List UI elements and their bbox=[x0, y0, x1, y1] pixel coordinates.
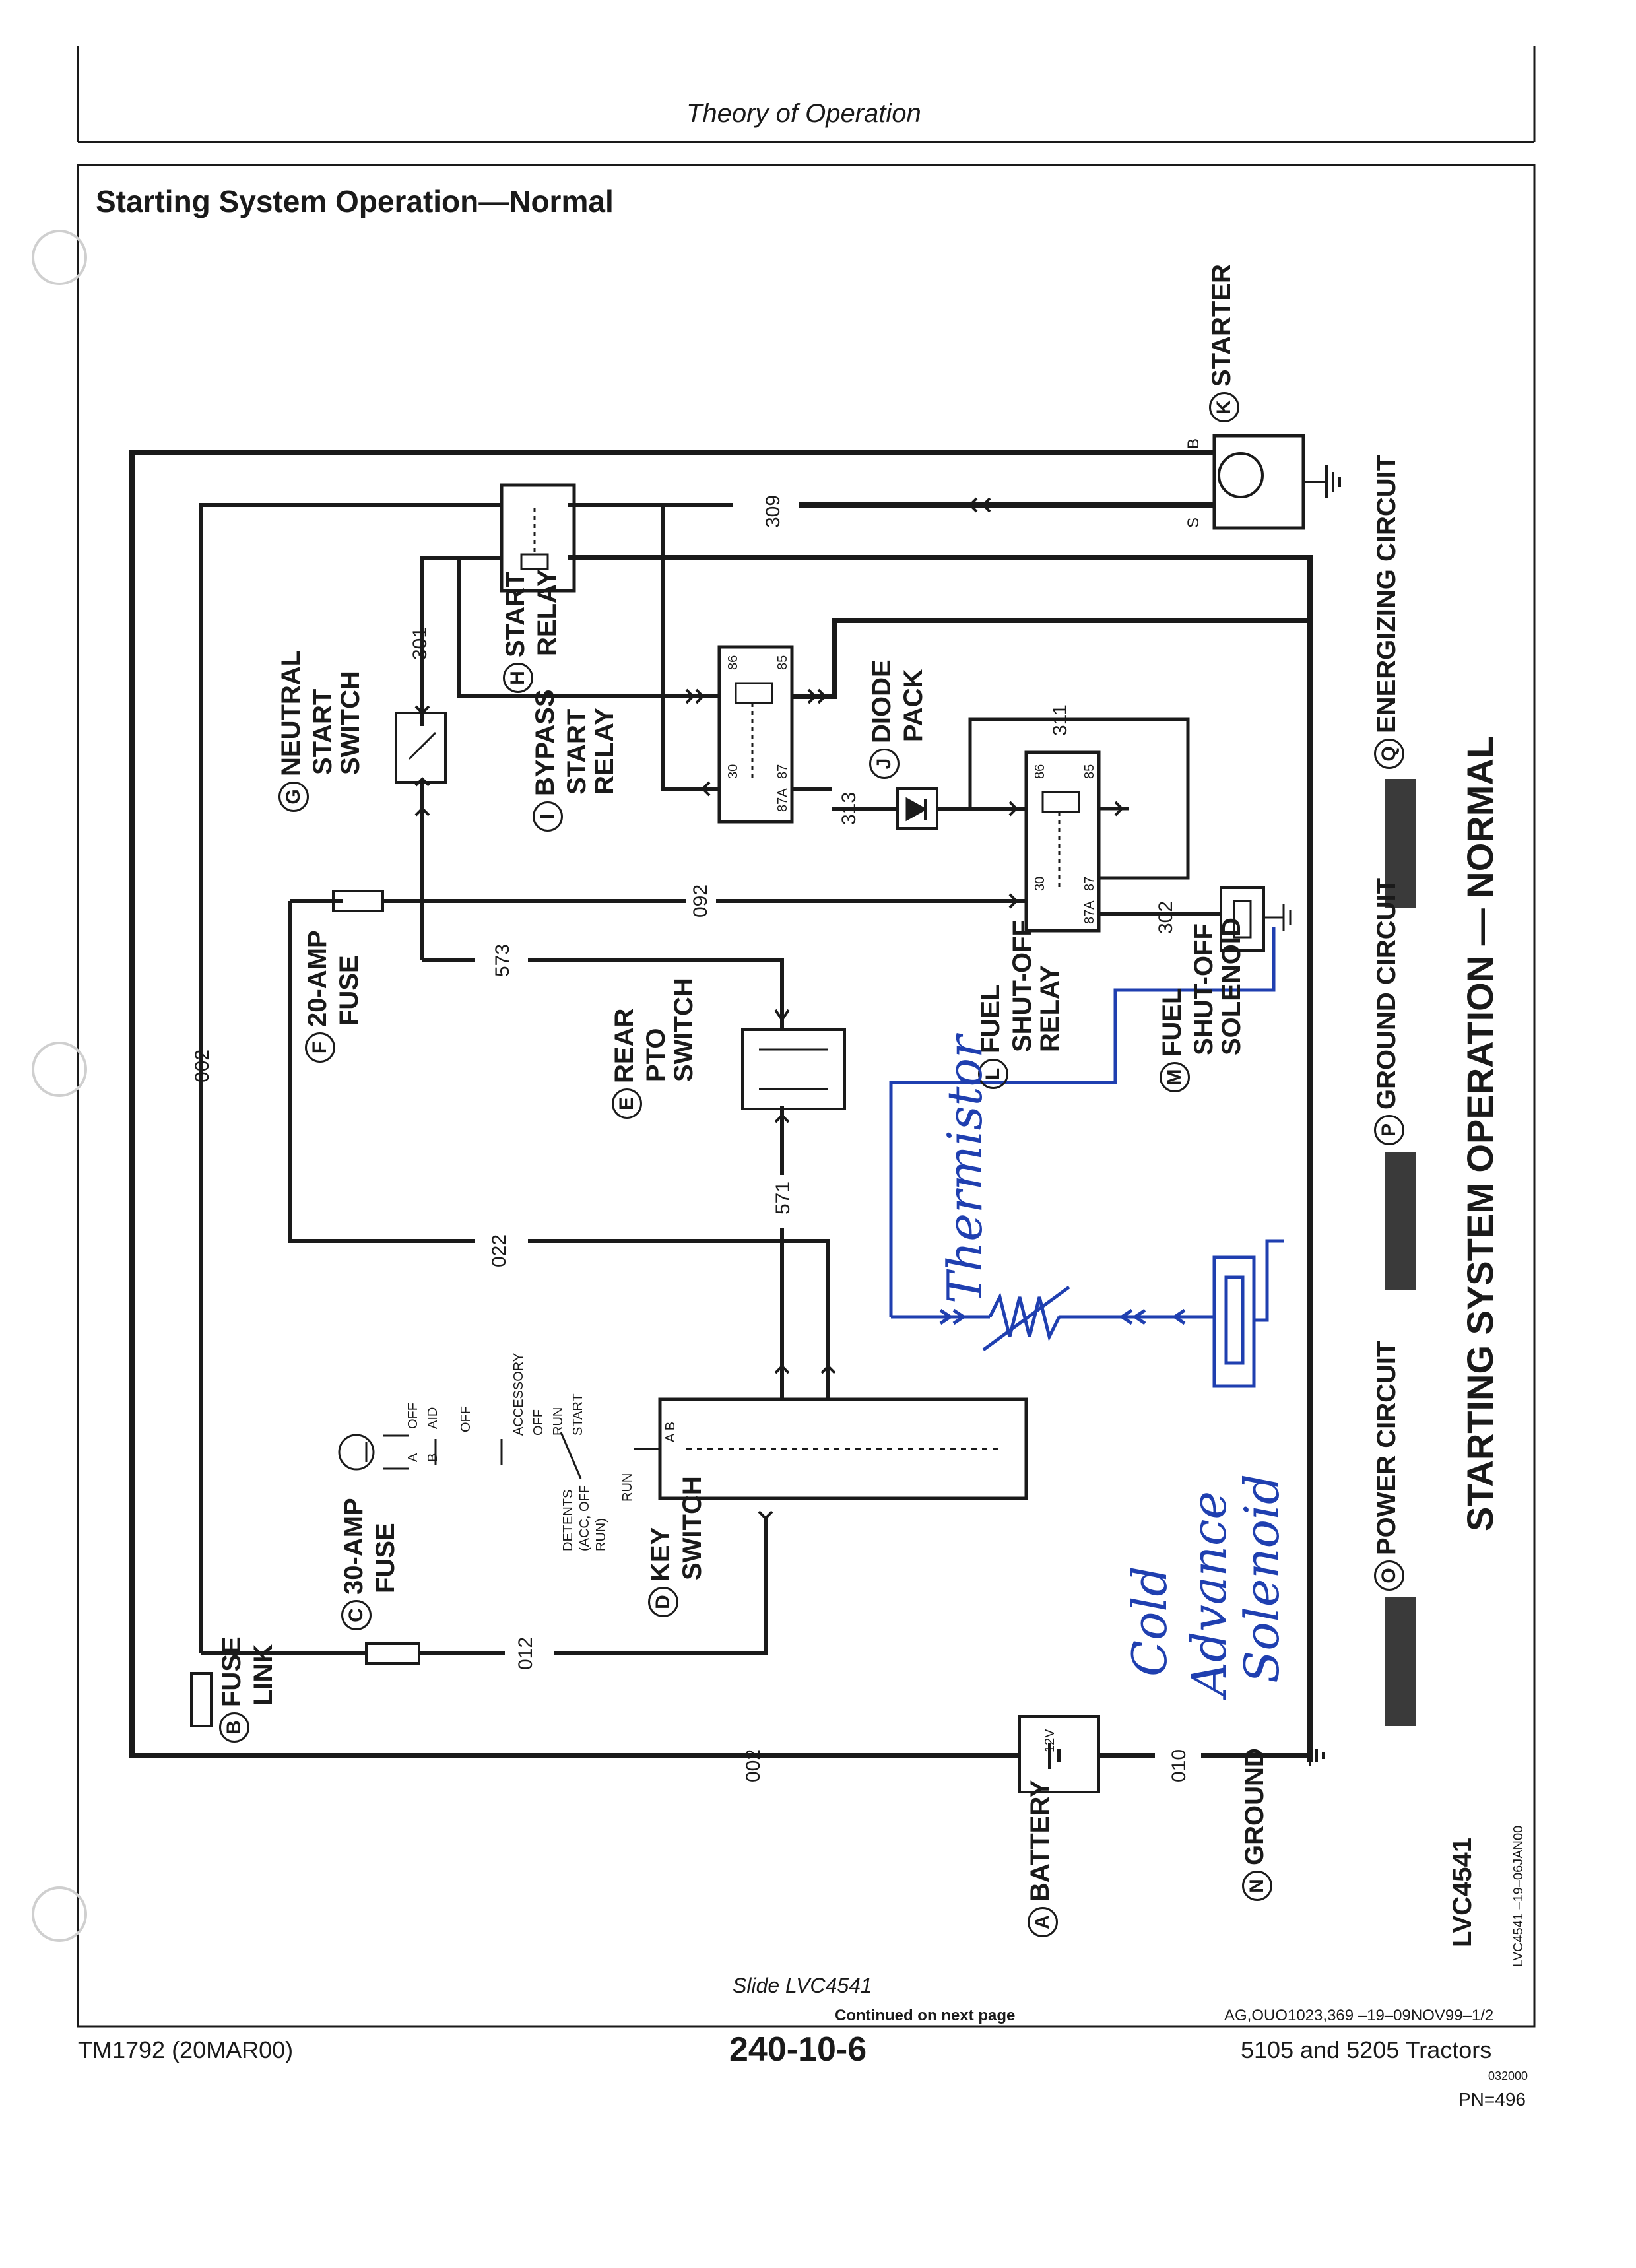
terminal-87a: 87A bbox=[775, 788, 790, 812]
small-code: 032000 bbox=[1488, 2069, 1528, 2083]
key-pos-off: OFF bbox=[406, 1403, 420, 1429]
handwritten-cold: Cold bbox=[1122, 1566, 1177, 1677]
label-fuse-link: BFUSE LINK bbox=[217, 1636, 278, 1743]
pto-switch-box bbox=[741, 1028, 846, 1110]
label-diode-pack: JDIODE PACK bbox=[867, 659, 928, 779]
diode-box bbox=[896, 787, 938, 830]
wire-label: 311 bbox=[1049, 704, 1071, 736]
label-ground: NGROUND bbox=[1240, 1748, 1272, 1901]
wire-002 bbox=[129, 450, 1214, 1758]
fuse-c-box bbox=[365, 1642, 420, 1665]
section-title: Theory of Operation bbox=[686, 99, 921, 128]
wire-label: 571 bbox=[772, 1181, 794, 1215]
punch-holes bbox=[32, 230, 87, 1942]
label-fuel-shutoff-solenoid: MFUEL SHUT-OFF SOLENOID bbox=[1158, 917, 1246, 1092]
page-title: Starting System Operation—Normal bbox=[96, 184, 614, 218]
terminal-87: 87 bbox=[1082, 876, 1097, 891]
terminal-87: 87 bbox=[775, 764, 790, 779]
key-ab: A B bbox=[663, 1421, 678, 1442]
fuel-relay-box bbox=[1024, 750, 1101, 933]
fuel-solenoid-box bbox=[1220, 886, 1265, 952]
legend-swatches bbox=[1385, 779, 1416, 1726]
page-frame bbox=[77, 164, 1536, 2028]
key-off: OFF bbox=[459, 1406, 473, 1432]
bypass-relay-box bbox=[717, 645, 794, 824]
key-switch-box bbox=[658, 1397, 1028, 1500]
terminal-s: S bbox=[1185, 517, 1202, 528]
terminal-85: 85 bbox=[775, 655, 790, 670]
diagram-code: LVC4541 bbox=[1448, 1837, 1477, 1947]
wire-label: 092 bbox=[690, 884, 711, 917]
label-battery: ABATTERY bbox=[1026, 1780, 1058, 1937]
label-30amp-fuse: C30-AMP FUSE bbox=[339, 1498, 400, 1630]
wire-label: 573 bbox=[492, 943, 513, 977]
key-detents: DETENTS bbox=[561, 1489, 575, 1551]
legend-power-circuit: OPOWER CIRCUIT bbox=[1372, 1341, 1404, 1591]
label-20amp-fuse: F20-AMP FUSE bbox=[303, 930, 364, 1063]
handwritten-thermistor: Thermistor bbox=[937, 1035, 993, 1304]
terminal-85: 85 bbox=[1082, 764, 1097, 779]
pn-number: PN=496 bbox=[1458, 2089, 1526, 2110]
label-key-switch: DKEY SWITCH bbox=[646, 1476, 707, 1617]
label-neutral-start-switch: GNEUTRAL START SWITCH bbox=[277, 650, 365, 812]
handwritten-solenoid: Solenoid bbox=[1234, 1473, 1290, 1683]
page-number: 240-10-6 bbox=[729, 2030, 867, 2069]
key-pos-accessory: ACCESSORY bbox=[511, 1352, 526, 1436]
start-relay-box bbox=[500, 483, 576, 593]
wire-label: 012 bbox=[515, 1636, 537, 1670]
wire-label: 002 bbox=[191, 1049, 213, 1083]
battery-voltage: 12V bbox=[1043, 1729, 1057, 1752]
continued-note: Continued on next page bbox=[835, 2007, 1016, 2024]
fuse-link-box bbox=[190, 1672, 213, 1727]
key-run: RUN bbox=[620, 1473, 635, 1502]
key-pos-aid: AID bbox=[426, 1407, 440, 1429]
wire-label: 022 bbox=[488, 1234, 510, 1267]
key-pos-off2: OFF bbox=[531, 1409, 546, 1436]
reference-code: AG,OUO1023,369 –19–09NOV99–1/2 bbox=[1224, 2007, 1494, 2024]
label-start-relay: HSTART RELAY bbox=[501, 569, 562, 693]
wire-label: 313 bbox=[838, 791, 860, 825]
legend-ground-circuit: PGROUND CIRCUIT bbox=[1372, 878, 1404, 1145]
model-name: 5105 and 5205 Tractors bbox=[1241, 2036, 1492, 2063]
key-pos-start: START bbox=[571, 1393, 585, 1436]
wire-label: 010 bbox=[1168, 1749, 1190, 1782]
legend-energizing-circuit: QENERGIZING CIRCUIT bbox=[1372, 455, 1404, 769]
label-starter: KSTARTER bbox=[1207, 264, 1239, 422]
label-rear-pto-switch: EREAR PTO SWITCH bbox=[610, 978, 698, 1119]
slide-label: Slide LVC4541 bbox=[733, 1974, 872, 1997]
handwritten-advance: Advance bbox=[1181, 1491, 1237, 1696]
wire-label: 302 bbox=[1155, 900, 1177, 934]
terminal-86: 86 bbox=[726, 655, 740, 670]
wire-label: 309 bbox=[762, 494, 784, 528]
key-b: B bbox=[426, 1453, 440, 1462]
terminal-b: B bbox=[1185, 438, 1202, 449]
key-a: A bbox=[406, 1453, 420, 1462]
key-detents-sub2: RUN) bbox=[594, 1518, 608, 1551]
handwritten-additions bbox=[889, 927, 1284, 1388]
key-pos-run: RUN bbox=[551, 1407, 566, 1436]
diagram-main-title: STARTING SYSTEM OPERATION — NORMAL bbox=[1459, 735, 1501, 1531]
diagram-code-small: LVC4541 –19–06JAN00 bbox=[1511, 1825, 1526, 1967]
battery-box bbox=[1018, 1715, 1100, 1793]
terminal-30: 30 bbox=[726, 764, 740, 779]
label-bypass-start-relay: IBYPASS START RELAY bbox=[531, 689, 619, 832]
key-detents-sub1: (ACC, OFF bbox=[577, 1485, 592, 1551]
fuse-f-box bbox=[332, 890, 384, 912]
terminal-87a: 87A bbox=[1082, 900, 1097, 924]
terminal-86: 86 bbox=[1033, 764, 1047, 779]
terminal-30: 30 bbox=[1033, 876, 1047, 891]
wire-label: 301 bbox=[409, 626, 431, 660]
wire-ground-return bbox=[568, 555, 1313, 1762]
wire-label: 002 bbox=[742, 1749, 764, 1782]
starter-box bbox=[1212, 434, 1305, 530]
manual-id: TM1792 (20MAR00) bbox=[78, 2036, 294, 2063]
